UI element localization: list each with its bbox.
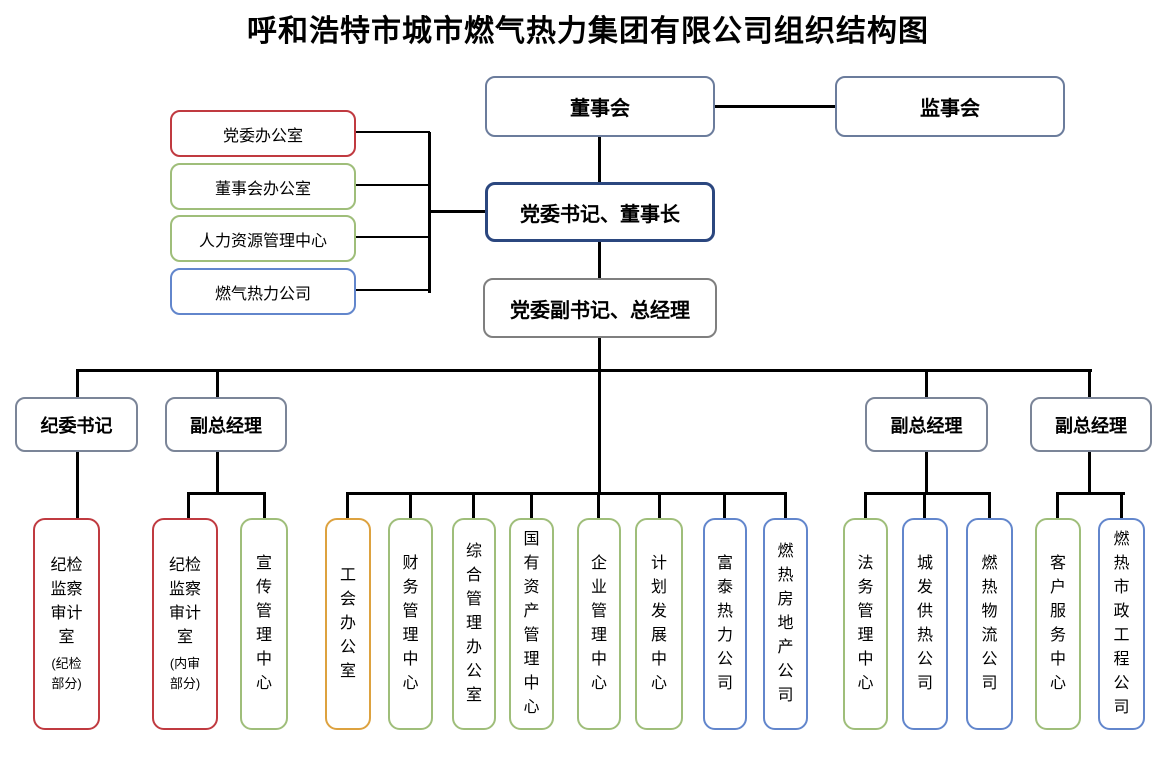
staff-box-hr-management-center: 人力资源管理中心 [170, 215, 356, 262]
dept-box-discipline-audit-office-jijian: 纪检监察审计室 (纪检部分) [33, 518, 100, 730]
dept-box-finance-center: 财务管理中心 [388, 518, 433, 730]
manager-label: 副总经理 [1055, 415, 1127, 436]
dept-box-ranre-municipal-eng-company: 燃热市政工程公司 [1098, 518, 1145, 730]
dept-box-state-assets-center: 国有资产管理中心 [509, 518, 554, 730]
deputy-secretary-gm-label: 党委副书记、总经理 [510, 299, 690, 322]
dept-label: 燃热房地产公司 [777, 543, 794, 704]
staff-box-board-office: 董事会办公室 [170, 163, 356, 210]
connector-line [864, 492, 867, 519]
connector-line [1056, 492, 1059, 519]
connector-line [923, 492, 926, 519]
connector-line [346, 492, 349, 519]
connector-line [598, 337, 601, 495]
dept-box-discipline-audit-office-neishen: 纪检监察审计室 (内审部分) [152, 518, 218, 730]
manager-box-deputy-gm-3: 副总经理 [1030, 397, 1152, 452]
connector-line [723, 492, 726, 519]
connector-line [355, 131, 430, 133]
dept-label: 纪检监察审计室 [50, 556, 83, 646]
dept-sublabel: (纪检部分) [51, 655, 82, 691]
box-party-secretary-chairman: 党委书记、董事长 [485, 182, 715, 242]
connector-line [715, 105, 835, 108]
party-secretary-chairman-label: 党委书记、董事长 [520, 203, 680, 226]
connector-line [658, 492, 661, 519]
connector-line [216, 451, 219, 494]
connector-line [76, 369, 79, 398]
dept-label: 工会办公室 [339, 567, 356, 680]
dept-label: 宣传管理中心 [255, 555, 272, 692]
dept-label: 法务管理中心 [857, 555, 874, 692]
connector-line [988, 492, 991, 519]
connector-line [597, 492, 600, 519]
manager-label: 副总经理 [190, 415, 262, 436]
connector-line [409, 492, 412, 519]
staff-office-label: 党委办公室 [222, 127, 303, 145]
manager-label: 纪委书记 [40, 415, 113, 436]
connector-line [925, 369, 928, 398]
staff-box-party-committee-office: 党委办公室 [170, 110, 356, 157]
dept-label: 富泰热力公司 [716, 555, 733, 692]
dept-box-ranre-logistics-company: 燃热物流公司 [966, 518, 1013, 730]
dept-label: 企业管理中心 [590, 555, 607, 692]
staff-box-gas-heat-company: 燃气热力公司 [170, 268, 356, 315]
dept-label: 客户服务中心 [1049, 555, 1066, 692]
staff-office-label: 董事会办公室 [214, 180, 311, 198]
dept-box-publicity-center: 宣传管理中心 [240, 518, 288, 730]
connector-line [216, 369, 219, 398]
connector-line [864, 492, 991, 495]
chart-title: 呼和浩特市城市燃气热力集团有限公司组织结构图 [247, 15, 929, 48]
connector-line [76, 451, 79, 519]
dept-label: 燃热物流公司 [981, 555, 998, 692]
dept-box-enterprise-mgmt-center: 企业管理中心 [577, 518, 621, 730]
connector-line [784, 492, 787, 519]
manager-label: 副总经理 [890, 415, 963, 436]
manager-box-deputy-gm-1: 副总经理 [165, 397, 287, 452]
dept-box-union-office: 工会办公室 [325, 518, 371, 730]
connector-line [1056, 492, 1125, 495]
connector-line [187, 492, 190, 519]
connector-line [428, 210, 487, 213]
dept-box-legal-center: 法务管理中心 [843, 518, 888, 730]
connector-line [346, 492, 787, 495]
dept-box-customer-service-center: 客户服务中心 [1035, 518, 1081, 730]
staff-office-label: 燃气热力公司 [214, 285, 311, 303]
dept-label: 财务管理中心 [402, 555, 419, 692]
staff-office-label: 人力资源管理中心 [198, 232, 327, 250]
connector-line [1088, 369, 1091, 398]
manager-box-deputy-gm-2: 副总经理 [865, 397, 988, 452]
connector-line [355, 236, 430, 238]
dept-label: 计划发展中心 [650, 555, 667, 692]
dept-box-planning-dev-center: 计划发展中心 [635, 518, 683, 730]
dept-label: 国有资产管理中心 [523, 531, 540, 716]
connector-line [263, 492, 266, 519]
dept-label: 纪检监察审计室 [168, 556, 201, 646]
dept-box-ranre-realestate-company: 燃热房地产公司 [763, 518, 808, 730]
connector-line [472, 492, 475, 519]
manager-box-discipline-secretary: 纪委书记 [15, 397, 138, 452]
dept-box-futai-heating-company: 富泰热力公司 [703, 518, 747, 730]
connector-line [355, 289, 430, 291]
board-of-directors-label: 董事会 [570, 98, 630, 120]
dept-sublabel: (内审部分) [169, 655, 201, 691]
supervisory-board-label: 监事会 [920, 98, 980, 120]
connector-line [598, 241, 601, 279]
connector-line [187, 492, 266, 495]
dept-label: 综合管理办公室 [465, 543, 482, 704]
dept-label: 城发供热公司 [916, 555, 933, 692]
box-board-of-directors: 董事会 [485, 76, 715, 137]
connector-line [355, 184, 430, 186]
connector-line [530, 492, 533, 519]
connector-line [1120, 492, 1123, 519]
connector-line [598, 137, 601, 183]
box-supervisory-board: 监事会 [835, 76, 1065, 137]
dept-box-chengfa-heating-company: 城发供热公司 [902, 518, 948, 730]
connector-line [925, 451, 928, 494]
box-deputy-secretary-general-manager: 党委副书记、总经理 [483, 278, 717, 338]
dept-label: 燃热市政工程公司 [1113, 531, 1130, 716]
connector-line [76, 369, 1092, 372]
connector-line [1088, 451, 1091, 494]
dept-box-general-admin-office: 综合管理办公室 [452, 518, 496, 730]
